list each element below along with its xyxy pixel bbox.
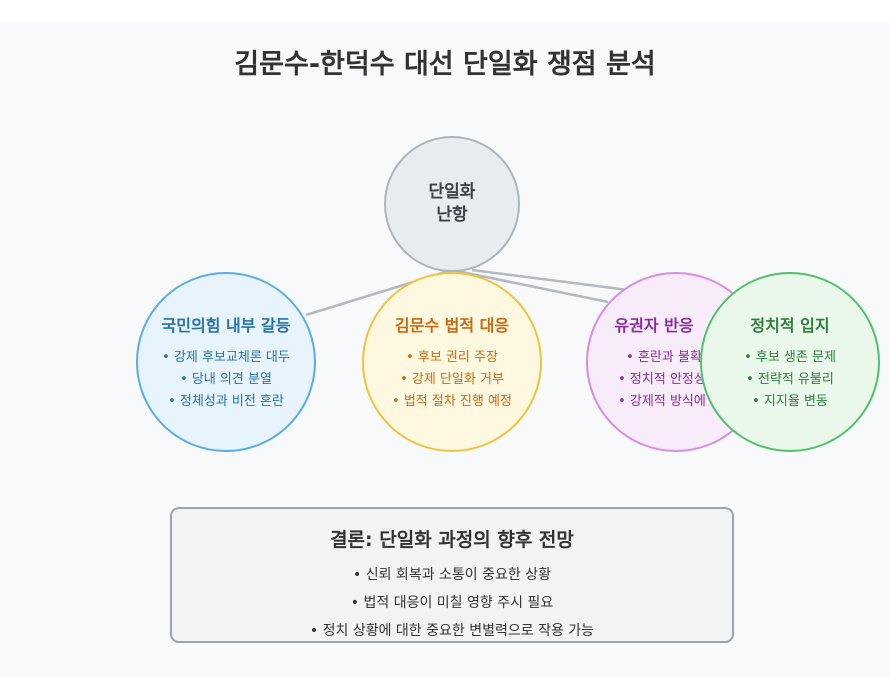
center-node: 단일화 난항	[384, 136, 520, 272]
conclusion-item: • 법적 대응이 미칠 영향 주시 필요	[350, 595, 554, 611]
conclusion-item: • 신뢰 회복과 소통이 중요한 상황	[353, 567, 551, 583]
node-item: • 당내 의견 분열	[180, 371, 272, 387]
node-item: • 법적 절차 진행 예정	[392, 393, 512, 409]
node-item: • 강제 후보교체론 대두	[162, 349, 290, 365]
node-item: • 강제 단일화 거부	[400, 371, 504, 387]
node-item: • 후보 생존 문제	[744, 349, 836, 365]
node-item: • 정체성과 비전 혼란	[168, 393, 284, 409]
node-legal-response: 김문수 법적 대응 • 후보 권리 주장 • 강제 단일화 거부 • 법적 절차…	[362, 272, 542, 452]
node-title: 정치적 입지	[750, 315, 830, 335]
node-title: 국민의힘 내부 갈등	[161, 315, 291, 335]
conclusion-title: 결론: 단일화 과정의 향후 전망	[330, 529, 574, 551]
conclusion-box: 결론: 단일화 과정의 향후 전망 • 신뢰 회복과 소통이 중요한 상황 • …	[170, 507, 734, 643]
center-line2: 난항	[436, 205, 468, 225]
center-line1: 단일화	[428, 182, 476, 202]
node-item: • 지지율 변동	[752, 393, 828, 409]
conclusion-item: • 정치 상황에 대한 중요한 변별력으로 작용 가능	[309, 623, 595, 639]
node-political-standing: 정치적 입지 • 후보 생존 문제 • 전략적 유불리 • 지지율 변동	[700, 272, 880, 452]
node-title: 김문수 법적 대응	[394, 315, 510, 335]
node-item: • 후보 권리 주장	[406, 349, 498, 365]
page-title: 김문수-한덕수 대선 단일화 쟁점 분석	[234, 49, 656, 80]
node-item: • 전략적 유불리	[746, 371, 834, 387]
node-item: • 강제적 방식에 반발	[618, 393, 734, 409]
node-internal-conflict: 국민의힘 내부 갈등 • 강제 후보교체론 대두 • 당내 의견 분열 • 정체…	[136, 272, 316, 452]
node-title: 유권자 반응	[614, 315, 694, 335]
